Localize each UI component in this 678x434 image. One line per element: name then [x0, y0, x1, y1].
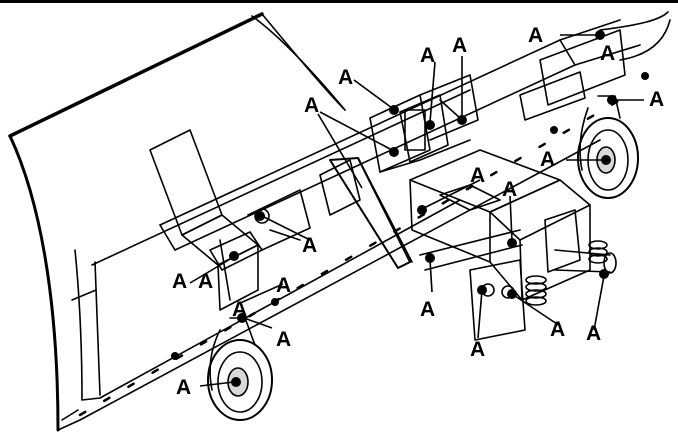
center-bracket	[369, 74, 479, 173]
spring-right	[588, 240, 608, 264]
pivot-shaft	[419, 229, 617, 274]
center-mount-box	[409, 149, 591, 301]
callout-label: A	[452, 34, 467, 57]
callout-label: A	[649, 88, 664, 111]
cross-beam	[159, 11, 671, 251]
callout-label: A	[338, 66, 353, 89]
callout-label: A	[586, 322, 601, 345]
callout-label: A	[304, 94, 319, 117]
callout-pointers	[189, 34, 644, 387]
callout-labels: A A A A A A A A A A A A A A A A A A A A …	[172, 24, 664, 399]
callout-label: A	[172, 270, 187, 293]
callout-label: A	[198, 270, 213, 293]
callout-label: A	[232, 298, 247, 321]
callout-label: A	[470, 164, 485, 187]
callout-label: A	[420, 298, 435, 321]
callout-label: A	[470, 338, 485, 361]
callout-dots	[171, 30, 649, 387]
callout-label: A	[176, 376, 191, 399]
callout-label: A	[420, 44, 435, 67]
callout-label: A	[276, 274, 291, 297]
callout-label: A	[302, 234, 317, 257]
callout-label: A	[540, 148, 555, 171]
callout-label: A	[600, 42, 615, 65]
spring-left	[525, 275, 547, 306]
top-border-line	[0, 0, 678, 3]
callout-label: A	[276, 328, 291, 351]
push-arm	[319, 157, 413, 269]
plow-blade	[8, 12, 622, 432]
left-bracket	[209, 189, 311, 271]
callout-label: A	[550, 318, 565, 341]
callout-label: A	[528, 24, 543, 47]
callout-label: A	[502, 178, 517, 201]
